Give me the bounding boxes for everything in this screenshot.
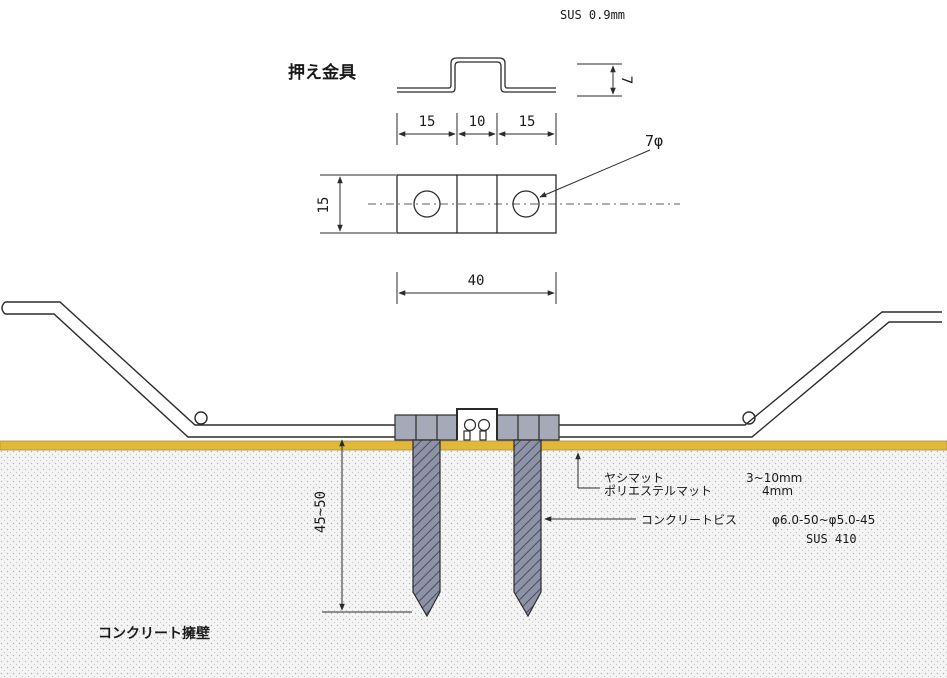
dimension-top-widths [396, 113, 557, 145]
dimension-plate-height [320, 174, 396, 234]
dimension-embed-depth-label: 45~50 [313, 491, 329, 533]
screw-spec-label: φ6.0-50~φ5.0-45 [772, 513, 875, 527]
mat-thickness-2: 4mm [762, 484, 793, 498]
hole-diameter-label: 7φ [645, 132, 663, 150]
title-label: 押え金具 [288, 62, 356, 83]
dimension-height-label: 7 [618, 76, 634, 85]
material-top-label: SUS 0.9mm [560, 8, 625, 22]
mat-profile [1, 301, 942, 438]
mat-layer-band [0, 440, 947, 451]
dimension-height [577, 63, 622, 97]
concrete-screws [412, 439, 542, 618]
ground-label: コンクリート擁壁 [98, 625, 210, 642]
dimension-total-width [396, 272, 557, 304]
screw-name-label: コンクリートビス [641, 513, 737, 527]
screw-material-label: SUS 410 [806, 532, 857, 546]
dimension-embed-depth [322, 439, 412, 613]
concrete-wall [0, 448, 947, 678]
dimension-plate-height-label: 15 [316, 197, 332, 214]
hole-leader [539, 149, 651, 198]
installed-bracket [394, 408, 560, 441]
dimension-seg-mid: 10 [469, 114, 486, 130]
mat-label-1: ヤシマット [604, 471, 664, 485]
dimension-seg-right: 15 [519, 114, 536, 130]
dimension-seg-left: 15 [419, 114, 436, 130]
bracket-side-view [397, 57, 556, 93]
mat-label-2: ポリエステルマット [604, 484, 712, 498]
mat-thickness-1: 3~10mm [746, 471, 802, 485]
dimension-total-width-label: 40 [468, 273, 485, 289]
